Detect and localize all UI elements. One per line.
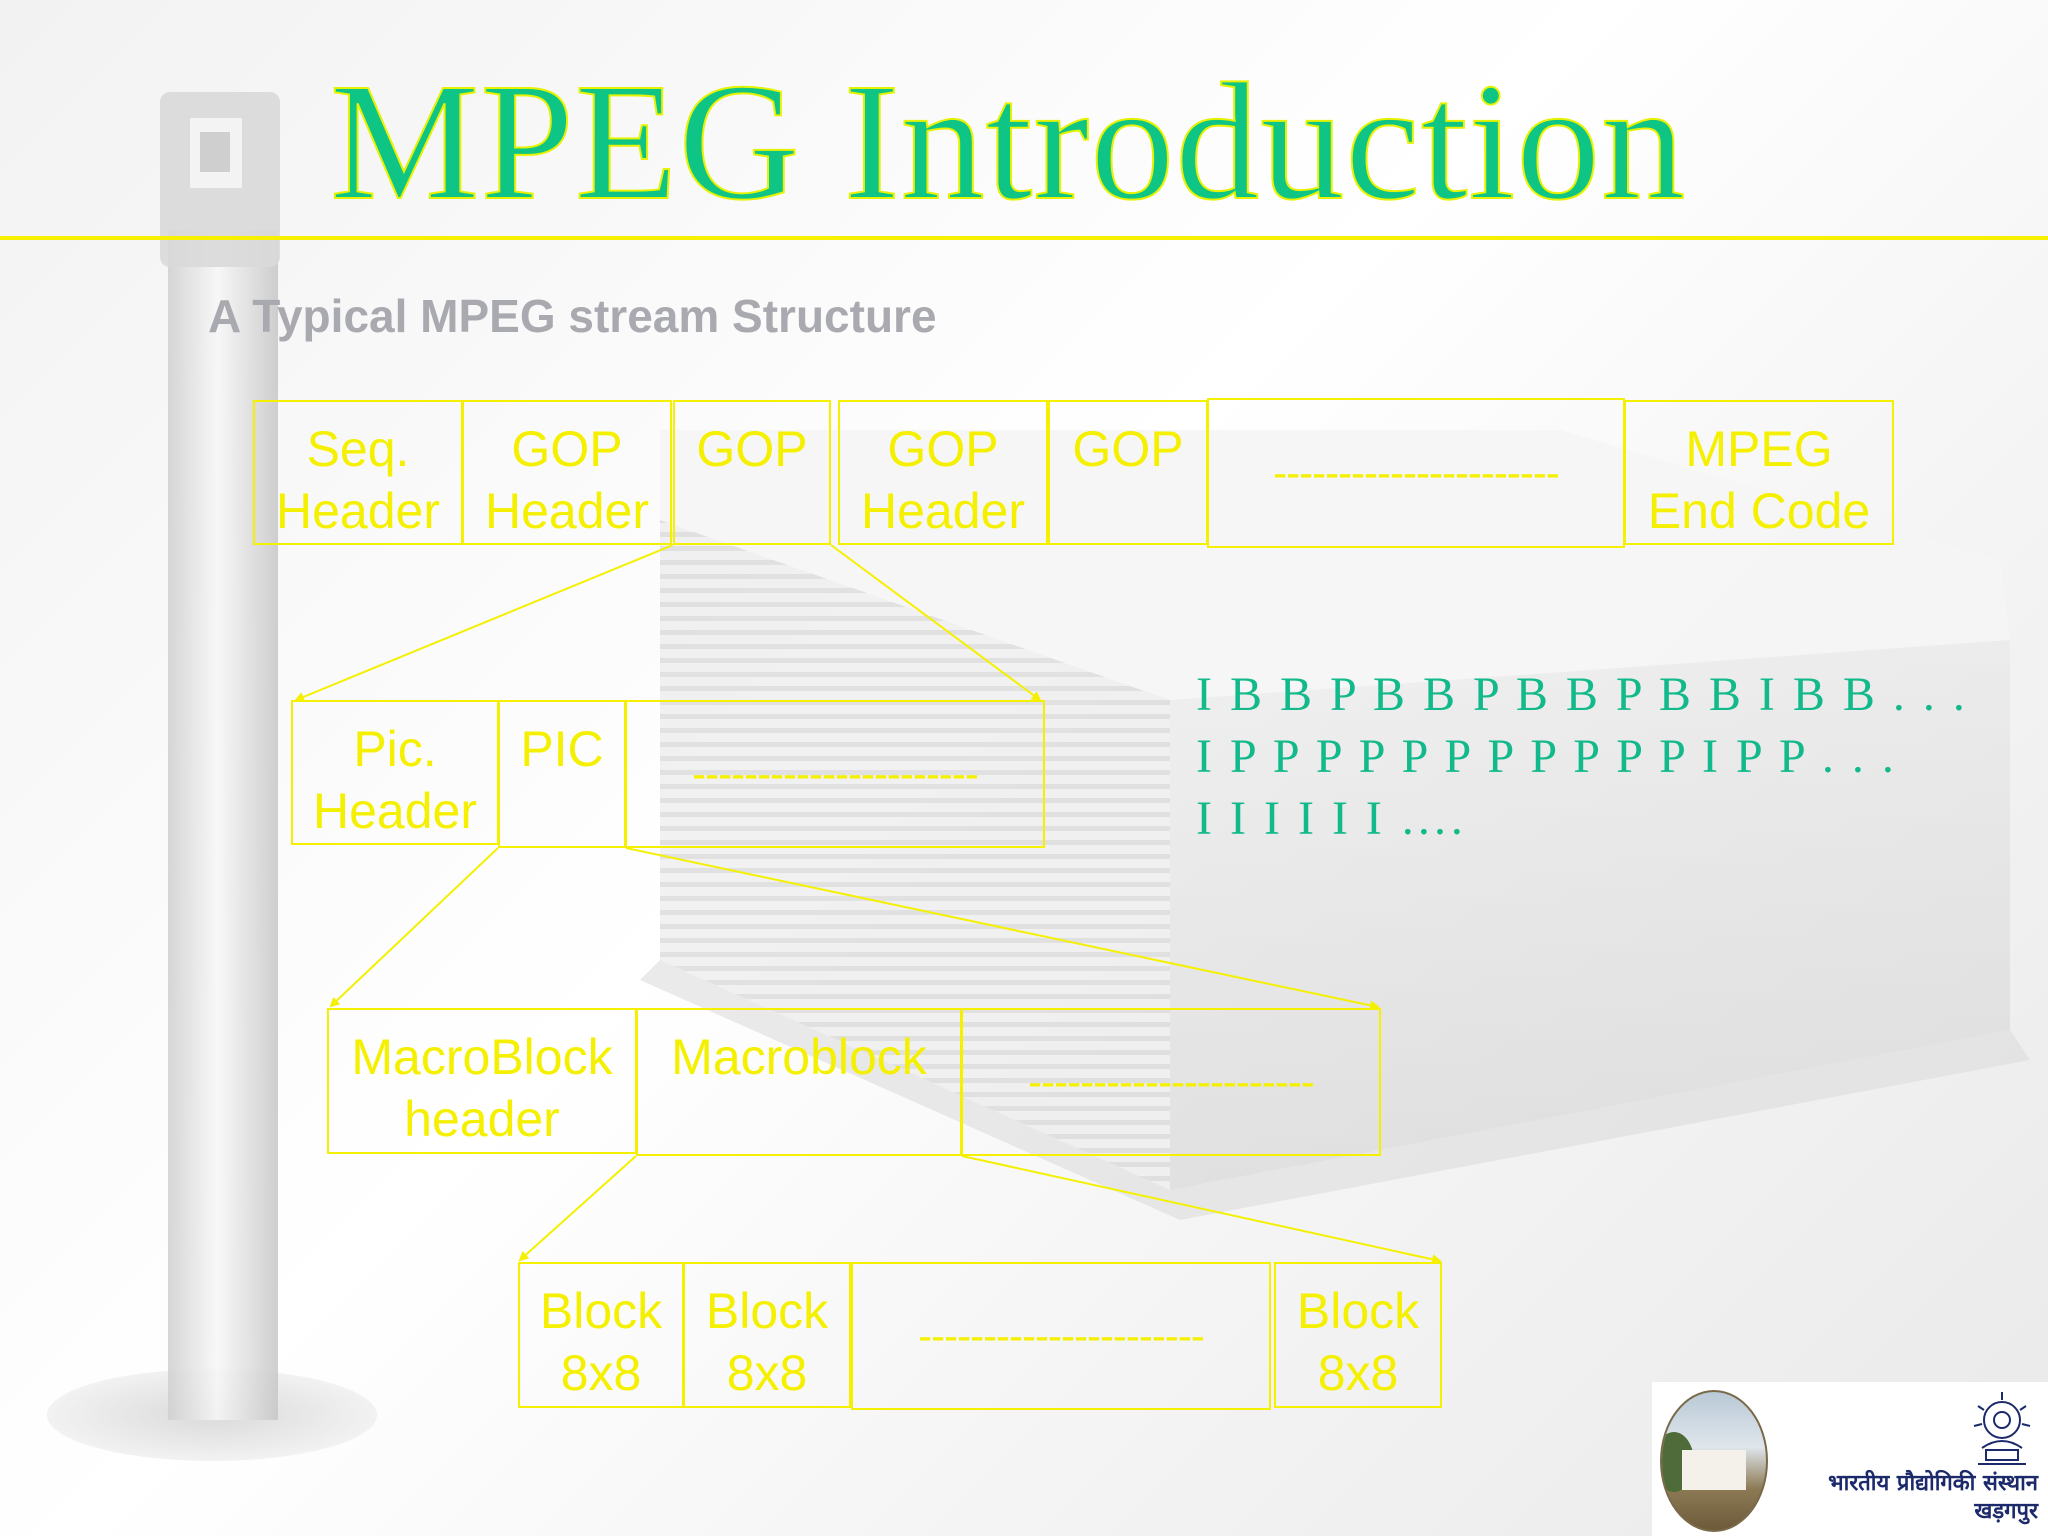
sequence-line: I I I I I I …. <box>1196 792 1466 845</box>
logo-text: भारतीय प्रौद्योगिकी संस्थान खड़गपुर <box>1828 1470 2038 1526</box>
continuation-dashes: ---------------------- <box>918 1312 1205 1359</box>
box-label: Header <box>276 483 440 539</box>
slide-title: MPEG Introduction <box>329 49 1687 235</box>
box-label: GOP <box>511 421 623 477</box>
mpeg-end-code-box: MPEG End Code <box>1624 400 1894 545</box>
box-label: 8x8 <box>726 1345 808 1401</box>
continuation-box: ---------------------- <box>961 1008 1381 1156</box>
box-label: Header <box>485 483 649 539</box>
box-label: Macroblock <box>671 1029 927 1085</box>
pic-header-box: Pic. Header <box>291 700 499 845</box>
box-label: Header <box>313 783 477 839</box>
block-8x8-box: Block 8x8 <box>1274 1262 1442 1408</box>
box-label: header <box>404 1091 560 1147</box>
gop-header-box: GOP Header <box>462 400 672 545</box>
box-label: MacroBlock <box>351 1029 613 1085</box>
sequence-line: I B B P B B P B B P B B I B B . . . <box>1196 668 1968 721</box>
institute-logo: भारतीय प्रौद्योगिकी संस्थान खड़गपुर <box>1652 1382 2048 1536</box>
gop-box: GOP <box>673 400 831 545</box>
box-label: GOP <box>1072 421 1184 477</box>
slide-subtitle: A Typical MPEG stream Structure <box>208 290 937 342</box>
block-8x8-box: Block 8x8 <box>683 1262 851 1408</box>
box-label: End Code <box>1647 483 1871 539</box>
box-label: Block <box>1296 1283 1420 1339</box>
box-label: Block <box>539 1283 663 1339</box>
emblem-icon <box>1973 1392 2031 1465</box>
continuation-box: ---------------------- <box>625 700 1045 848</box>
continuation-dashes: ---------------------- <box>692 750 979 797</box>
box-label: GOP <box>696 421 808 477</box>
sequence-line: I P P P P P P P P P P P I P P . . . <box>1196 730 1897 783</box>
box-label: Header <box>861 483 1025 539</box>
continuation-dashes: ---------------------- <box>1273 449 1560 496</box>
building-shape <box>1682 1450 1746 1490</box>
box-label: Pic. <box>353 721 437 777</box>
frame-sequences: I B B P B B P B B P B B I B B . . . I P … <box>1196 664 1968 850</box>
macroblock-box: Macroblock <box>636 1008 962 1156</box>
title-divider <box>0 236 2048 240</box>
box-label: MPEG <box>1685 421 1833 477</box>
continuation-box: ---------------------- <box>851 1262 1271 1410</box>
box-label: Block <box>705 1283 829 1339</box>
continuation-dashes: ---------------------- <box>1028 1058 1315 1105</box>
continuation-box: ---------------------- <box>1207 398 1625 548</box>
gop-box: GOP <box>1048 400 1208 545</box>
logo-text-line: खड़गपुर <box>1974 1499 2038 1524</box>
logo-text-line: भारतीय प्रौद्योगिकी संस्थान <box>1828 1471 2038 1496</box>
macroblock-header-box: MacroBlock header <box>327 1008 637 1154</box>
pic-box: PIC <box>498 700 626 848</box>
seq-header-box: Seq. Header <box>253 400 463 545</box>
box-label: 8x8 <box>1317 1345 1399 1401</box>
campus-photo <box>1660 1390 1768 1532</box>
box-label: Seq. <box>306 421 410 477</box>
block-8x8-box: Block 8x8 <box>518 1262 684 1408</box>
box-label: PIC <box>520 721 604 777</box>
box-label: 8x8 <box>560 1345 642 1401</box>
box-label: GOP <box>887 421 999 477</box>
gop-header-box: GOP Header <box>838 400 1048 545</box>
